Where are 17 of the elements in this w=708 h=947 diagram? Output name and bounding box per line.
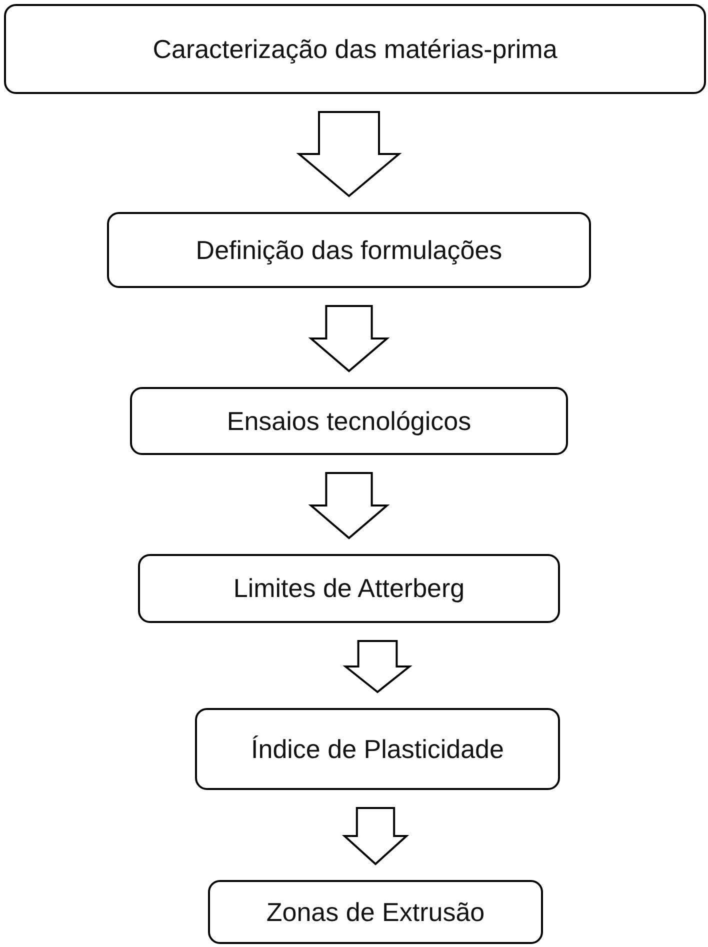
process-box xyxy=(130,387,568,455)
process-box xyxy=(195,708,560,790)
step-label: Caracterização das matérias-prima xyxy=(152,34,558,64)
process-box xyxy=(138,554,560,623)
step-label: Índice de Plasticidade xyxy=(251,734,504,764)
process-box xyxy=(107,212,591,288)
block-arrow xyxy=(342,640,412,694)
block-arrow xyxy=(308,472,390,540)
block-arrow xyxy=(342,807,410,866)
block-arrow xyxy=(308,305,390,372)
step-label: Limites de Atterberg xyxy=(233,573,465,604)
step-label: Ensaios tecnológicos xyxy=(226,406,472,436)
process-box xyxy=(208,880,543,944)
process-box xyxy=(4,4,706,94)
step-label: Zonas de Extrusão xyxy=(266,896,485,928)
step-label: Definição das formulações xyxy=(196,234,502,266)
block-arrow xyxy=(296,111,402,198)
